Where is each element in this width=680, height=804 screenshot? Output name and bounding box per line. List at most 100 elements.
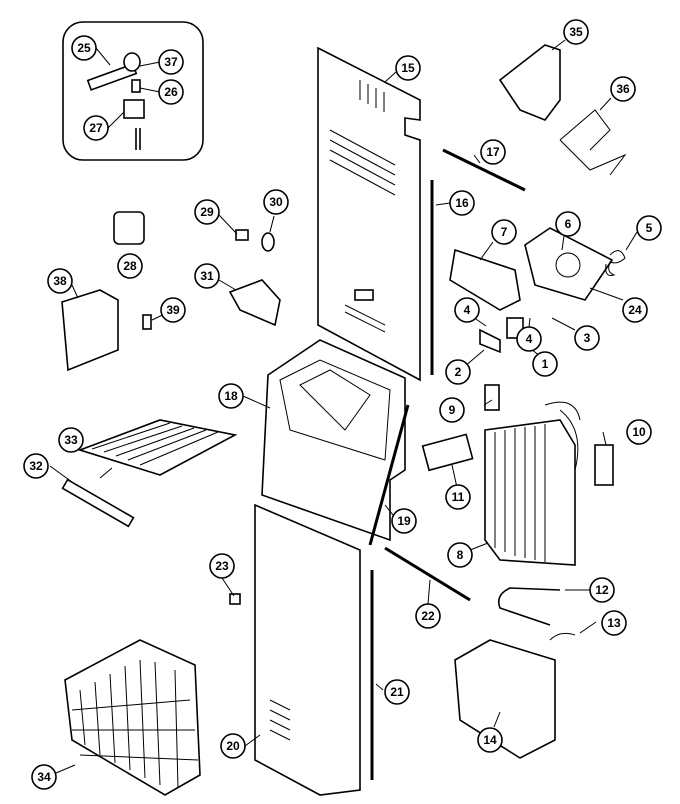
callout-37: 37	[158, 49, 184, 75]
strip-17	[442, 148, 526, 192]
strip-19	[368, 404, 410, 546]
svg-text:15: 15	[401, 61, 415, 75]
callout-31: 31	[194, 263, 220, 289]
evaporator-8	[484, 401, 581, 566]
svg-text:27: 27	[89, 121, 103, 135]
callout-28: 28	[117, 253, 143, 279]
svg-text:32: 32	[29, 459, 43, 473]
callout-19: 19	[391, 508, 417, 534]
bulb-30	[261, 232, 275, 252]
strip-22	[384, 546, 471, 602]
svg-text:12: 12	[595, 583, 609, 597]
callout-20: 20	[220, 733, 246, 759]
svg-text:21: 21	[390, 685, 404, 699]
wire-shelf-33	[77, 419, 238, 476]
svg-text:23: 23	[215, 559, 229, 573]
plug-39	[142, 314, 152, 330]
svg-text:14: 14	[483, 733, 497, 747]
callout-36: 36	[610, 76, 636, 102]
cover-38	[61, 289, 119, 372]
callout-6: 6	[555, 211, 581, 237]
callout-13: 13	[601, 610, 627, 636]
svg-text:22: 22	[421, 609, 435, 623]
basket-34	[64, 639, 201, 796]
svg-text:8: 8	[457, 548, 464, 562]
callout-8: 8	[447, 542, 473, 568]
svg-text:6: 6	[565, 217, 572, 231]
svg-text:25: 25	[77, 41, 91, 55]
svg-text:11: 11	[452, 490, 465, 504]
bracket-9	[484, 384, 500, 411]
svg-text:37: 37	[164, 55, 178, 69]
callout-24: 24	[622, 297, 648, 323]
leader-lines	[49, 39, 638, 774]
callout-3: 3	[574, 325, 600, 351]
callout-2: 2	[445, 359, 471, 385]
callout-10: 10	[626, 419, 652, 445]
socket-29	[235, 229, 249, 241]
wire-13	[549, 632, 576, 641]
svg-text:34: 34	[37, 770, 51, 784]
front-panel-20	[254, 503, 361, 796]
callout-12: 12	[589, 577, 615, 603]
callout-9: 9	[439, 397, 465, 423]
callout-4-right: 4	[516, 326, 542, 352]
callout-30: 30	[263, 189, 289, 215]
svg-text:20: 20	[226, 739, 240, 753]
callout-25: 25	[71, 35, 97, 61]
bracket-10	[594, 444, 614, 486]
clip-36	[559, 109, 627, 176]
block-11	[421, 433, 474, 472]
callout-33: 33	[58, 427, 84, 453]
valve-inset	[62, 21, 204, 161]
callout-23: 23	[209, 553, 235, 579]
screw-23	[229, 593, 241, 605]
svg-text:1: 1	[542, 357, 549, 371]
callout-22: 22	[415, 603, 441, 629]
callout-34: 34	[31, 764, 57, 790]
callout-39: 39	[160, 297, 186, 323]
svg-text:16: 16	[455, 196, 469, 210]
callout-11: 11	[445, 484, 471, 510]
svg-text:24: 24	[628, 303, 642, 317]
callout-38: 38	[47, 268, 73, 294]
callout-7: 7	[491, 219, 517, 245]
callout-14: 14	[477, 727, 503, 753]
fan-cover-6	[524, 227, 614, 301]
heater-12	[497, 587, 561, 626]
callout-35: 35	[563, 19, 589, 45]
svg-text:7: 7	[501, 225, 508, 239]
svg-text:35: 35	[569, 25, 583, 39]
svg-text:10: 10	[632, 425, 646, 439]
svg-text:9: 9	[449, 403, 456, 417]
svg-text:18: 18	[224, 389, 238, 403]
callout-21: 21	[384, 679, 410, 705]
callout-32: 32	[23, 453, 49, 479]
svg-text:13: 13	[607, 616, 621, 630]
svg-text:4: 4	[526, 332, 533, 346]
svg-text:39: 39	[166, 303, 180, 317]
callout-17: 17	[480, 139, 506, 165]
svg-text:2: 2	[455, 365, 462, 379]
rear-panel-15	[317, 46, 421, 382]
light-cover-31	[228, 279, 281, 327]
svg-text:4: 4	[464, 303, 471, 317]
svg-text:26: 26	[164, 85, 178, 99]
callout-16: 16	[449, 190, 475, 216]
svg-text:36: 36	[616, 82, 630, 96]
callout-26: 26	[158, 79, 184, 105]
shield-7	[449, 248, 521, 311]
svg-text:31: 31	[200, 269, 214, 283]
roller-32	[61, 478, 135, 528]
ice-chute-18	[261, 339, 406, 542]
svg-text:38: 38	[53, 274, 67, 288]
svg-text:3: 3	[584, 331, 591, 345]
svg-text:5: 5	[646, 221, 653, 235]
callout-4-left: 4	[454, 297, 480, 323]
svg-text:28: 28	[123, 259, 137, 273]
callout-1: 1	[532, 351, 558, 377]
bracket-2	[479, 328, 501, 354]
svg-text:29: 29	[200, 205, 214, 219]
svg-text:33: 33	[64, 433, 78, 447]
